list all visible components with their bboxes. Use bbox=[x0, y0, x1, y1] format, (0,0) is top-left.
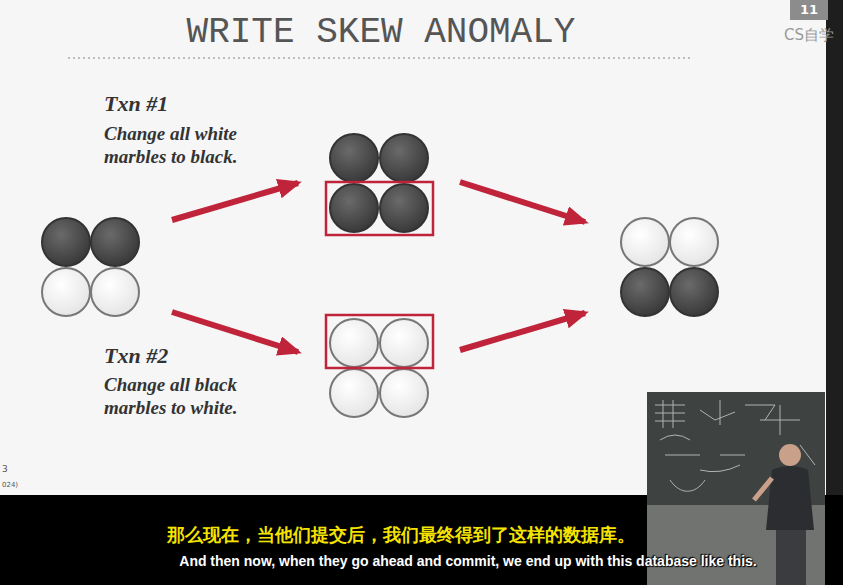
txn-heading: Txn #1 bbox=[104, 91, 168, 117]
marbles-txn2 bbox=[326, 315, 433, 417]
txn-description: Change all black marbles to white. bbox=[104, 373, 276, 419]
txn-description: Change all white marbles to black. bbox=[104, 122, 276, 168]
title-rule bbox=[68, 57, 690, 59]
slide-number: 11 bbox=[790, 2, 828, 17]
marbles-end bbox=[621, 218, 718, 316]
footer-fragment: 024) bbox=[2, 481, 18, 489]
flow-arrows bbox=[172, 182, 585, 352]
marbles-txn1 bbox=[326, 134, 433, 235]
subtitle-band-ground bbox=[0, 495, 843, 585]
subtitle-chinese: 那么现在，当他们提交后，我们最终得到了这样的数据库。 bbox=[0, 523, 802, 547]
subtitle-band: 那么现在，当他们提交后，我们最终得到了这样的数据库。 And then now, … bbox=[0, 495, 843, 585]
watermark: CS自学 bbox=[784, 26, 834, 45]
subtitle-english: And then now, when they go ahead and com… bbox=[0, 553, 843, 569]
slide-title: WRITE SKEW ANOMALY bbox=[0, 12, 762, 53]
footer-fragment: 3 bbox=[2, 464, 8, 474]
slide-number-badge: 11 bbox=[790, 0, 828, 20]
marbles-start bbox=[42, 218, 139, 316]
txn-heading: Txn #2 bbox=[104, 343, 168, 369]
